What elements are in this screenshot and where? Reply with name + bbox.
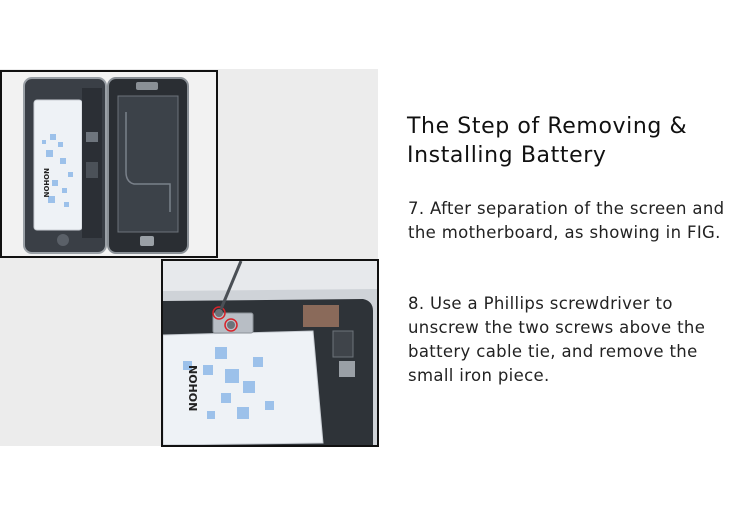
phone-opened-illustration: NOHON [2, 72, 216, 256]
photo-unscrew-screws: NOHON [161, 259, 379, 447]
photo-phone-opened: NOHON [0, 70, 218, 258]
step-7-text: 7. After separation of the screen and th… [408, 199, 725, 242]
step-8-text: 8. Use a Phillips screwdriver to unscrew… [408, 294, 706, 385]
unscrew-illustration: NOHON [163, 261, 377, 445]
page-title: The Step of Removing & Installing Batter… [407, 114, 688, 168]
battery-brand-top: NOHON [42, 168, 50, 198]
battery-brand-bottom: NOHON [186, 365, 199, 411]
